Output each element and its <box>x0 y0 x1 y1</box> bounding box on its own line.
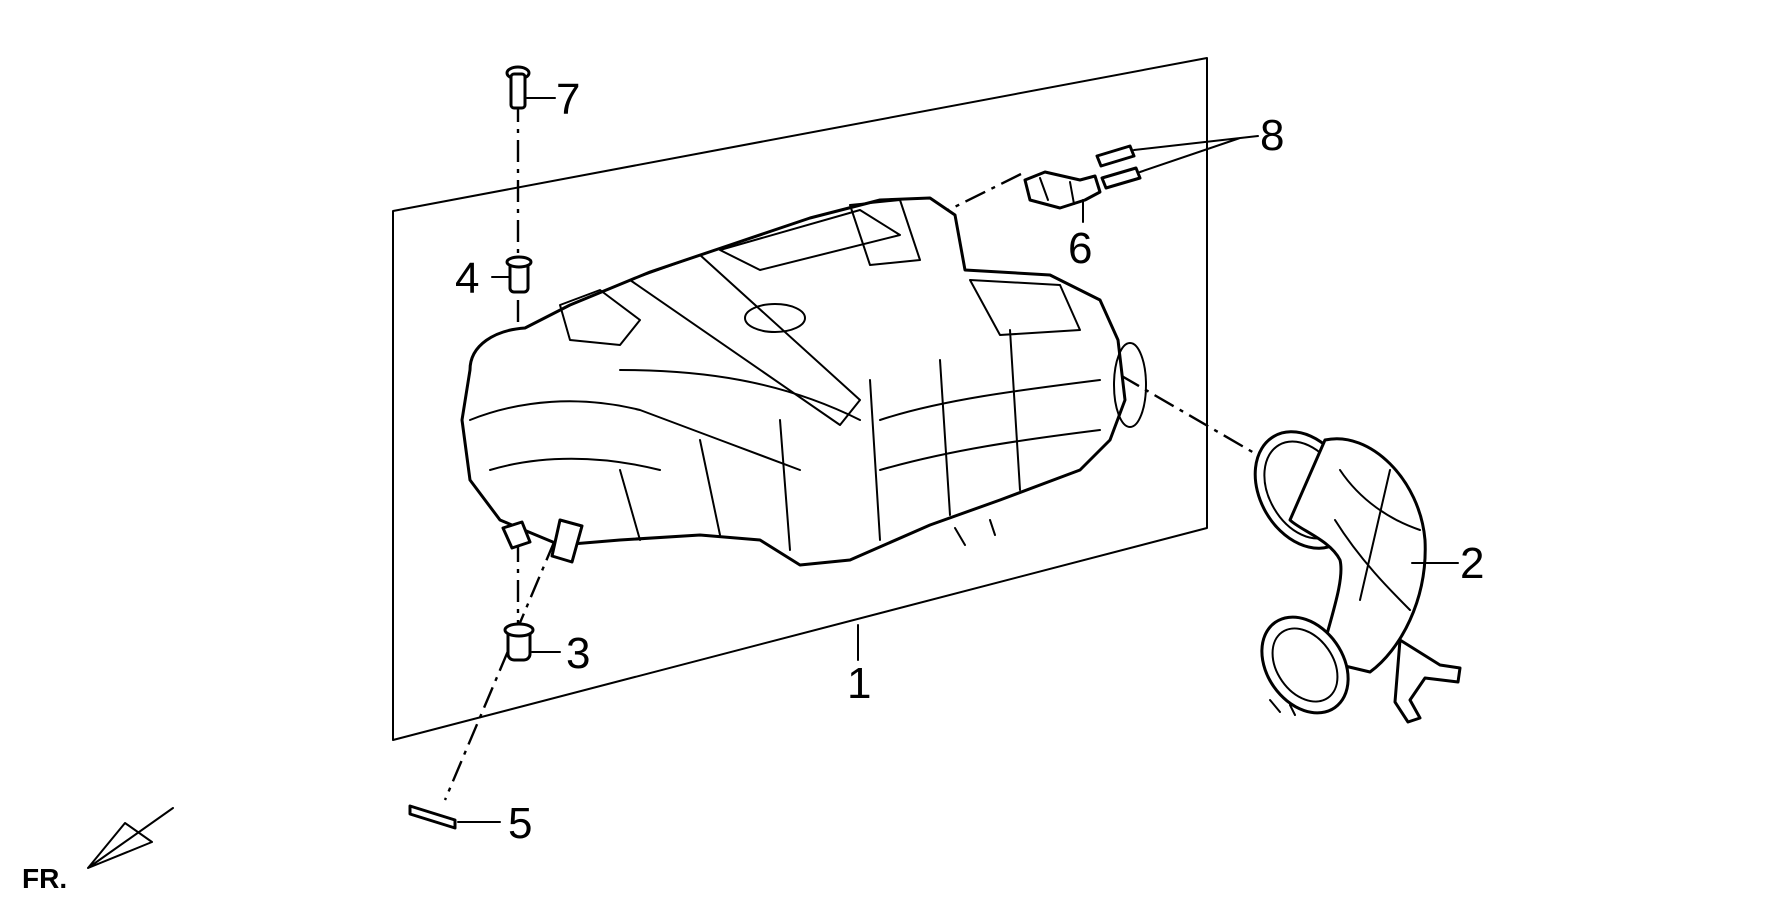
collar-4 <box>505 255 533 294</box>
callout-7: 7 <box>556 75 580 124</box>
air-cleaner-housing <box>460 196 1147 567</box>
front-direction-arrow-icon <box>87 807 174 869</box>
intake-duct <box>1253 430 1462 724</box>
callout-3: 3 <box>566 629 590 678</box>
band-5 <box>408 804 457 830</box>
hose-6 <box>1023 170 1102 210</box>
callout-5: 5 <box>508 799 532 848</box>
callout-2: 2 <box>1460 539 1484 588</box>
mounting-tab <box>550 518 584 564</box>
clips-8 <box>1095 144 1142 190</box>
callout-6: 6 <box>1068 224 1092 273</box>
callout-8: 8 <box>1260 111 1284 160</box>
assembly-panel <box>392 57 1208 741</box>
mounting-lug <box>501 520 532 550</box>
callout-1: 1 <box>847 659 871 708</box>
callout-4: 4 <box>455 254 479 303</box>
bolt-7 <box>505 65 531 110</box>
leader-8 <box>1133 135 1259 173</box>
front-indicator-label: FR. <box>22 863 67 894</box>
grommet-3 <box>503 622 535 662</box>
